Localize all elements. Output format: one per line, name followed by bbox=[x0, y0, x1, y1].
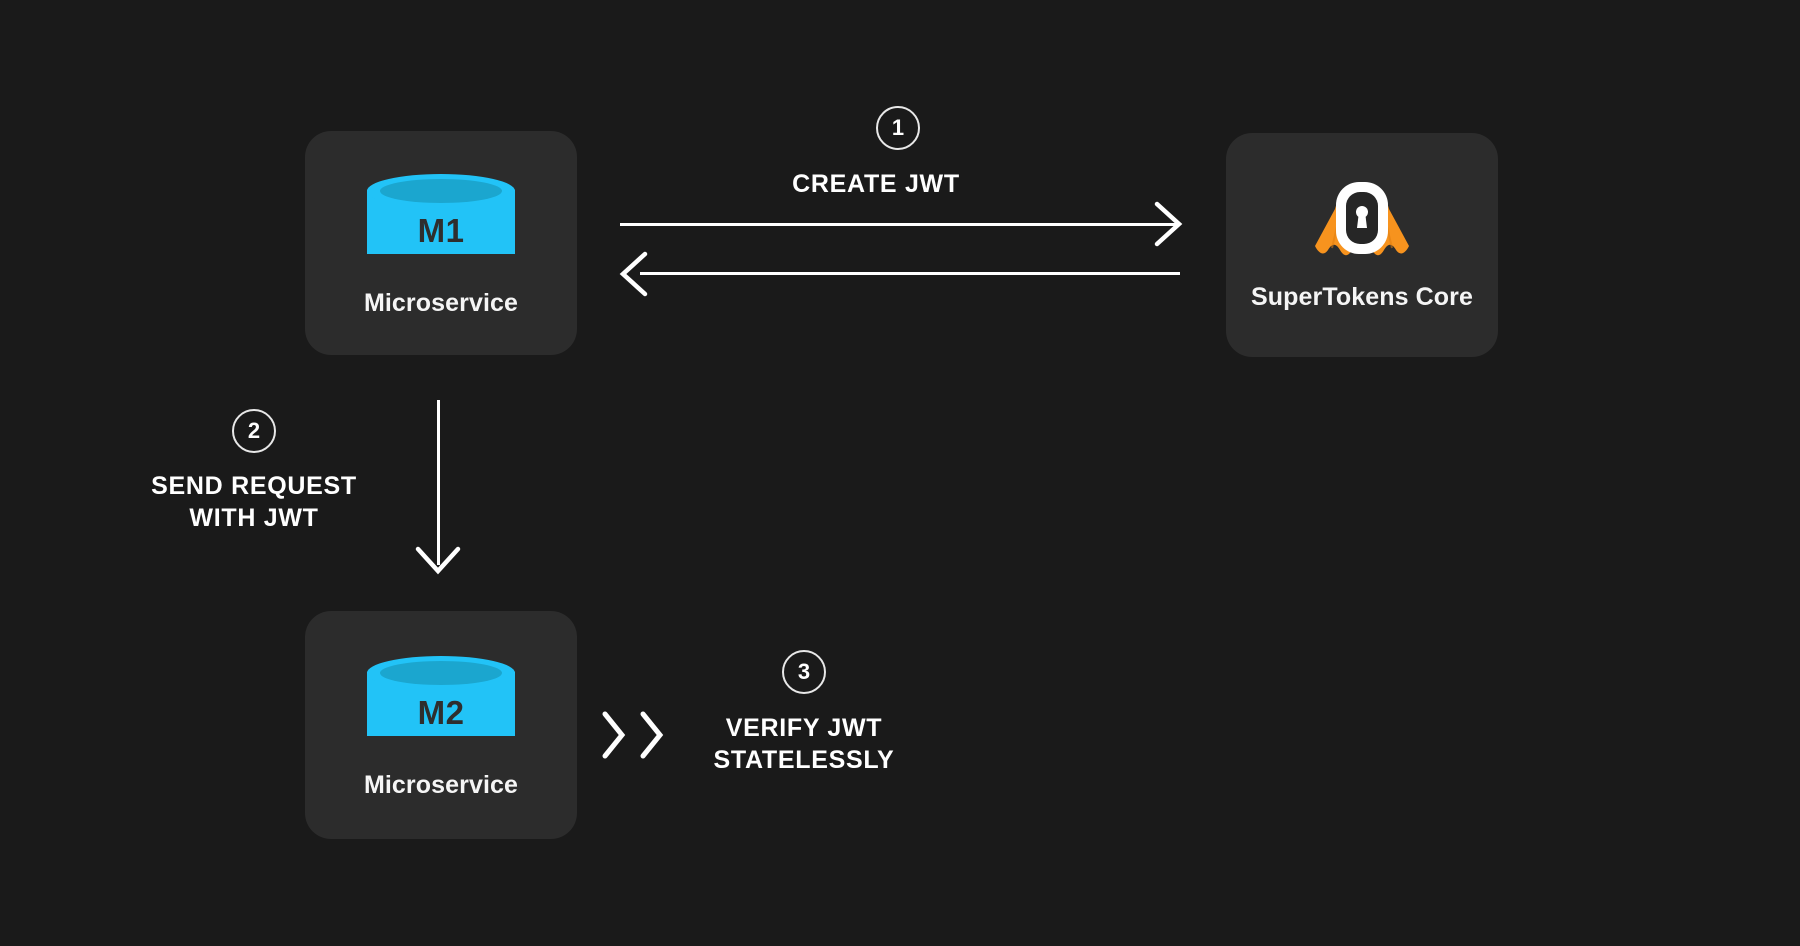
step-badge-1: 1 bbox=[876, 106, 920, 150]
step-badge-3: 3 bbox=[782, 650, 826, 694]
step-caption-1: CREATE JWT bbox=[792, 170, 960, 198]
node-card-supertokens-core[interactable]: SuperTokens Core bbox=[1226, 133, 1498, 357]
step-badge-2: 2 bbox=[232, 409, 276, 453]
node-card-m2[interactable]: M2 Microservice bbox=[305, 611, 577, 839]
step-number-3: 3 bbox=[797, 659, 811, 684]
database-cylinder-icon: M1 bbox=[367, 173, 515, 270]
supertokens-logo-icon bbox=[1307, 180, 1417, 268]
step-caption-2: SEND REQUEST WITH JWT bbox=[151, 472, 357, 532]
connector-line-m1-to-core bbox=[620, 223, 1180, 226]
database-cylinder-icon: M2 bbox=[367, 655, 515, 752]
open-arrowhead-down-icon bbox=[414, 545, 462, 582]
connector-line-core-to-m1 bbox=[640, 272, 1180, 275]
node-label-supertokens-core: SuperTokens Core bbox=[1250, 282, 1474, 311]
open-arrowhead-right-icon bbox=[1153, 200, 1185, 253]
open-arrowhead-left-icon bbox=[617, 250, 649, 303]
database-label-m2: M2 bbox=[417, 693, 465, 731]
database-label-m1: M1 bbox=[417, 211, 465, 249]
node-card-m1[interactable]: M1 Microservice bbox=[305, 131, 577, 355]
connector-line-m1-to-m2 bbox=[437, 400, 440, 565]
node-label-m2: Microservice bbox=[363, 770, 519, 799]
step-number-2: 2 bbox=[247, 418, 261, 443]
node-label-m1: Microservice bbox=[363, 288, 519, 317]
step-number-1: 1 bbox=[891, 115, 905, 140]
step-caption-3: VERIFY JWT STATELESSLY bbox=[713, 714, 895, 774]
double-chevron-right-icon bbox=[600, 708, 666, 762]
